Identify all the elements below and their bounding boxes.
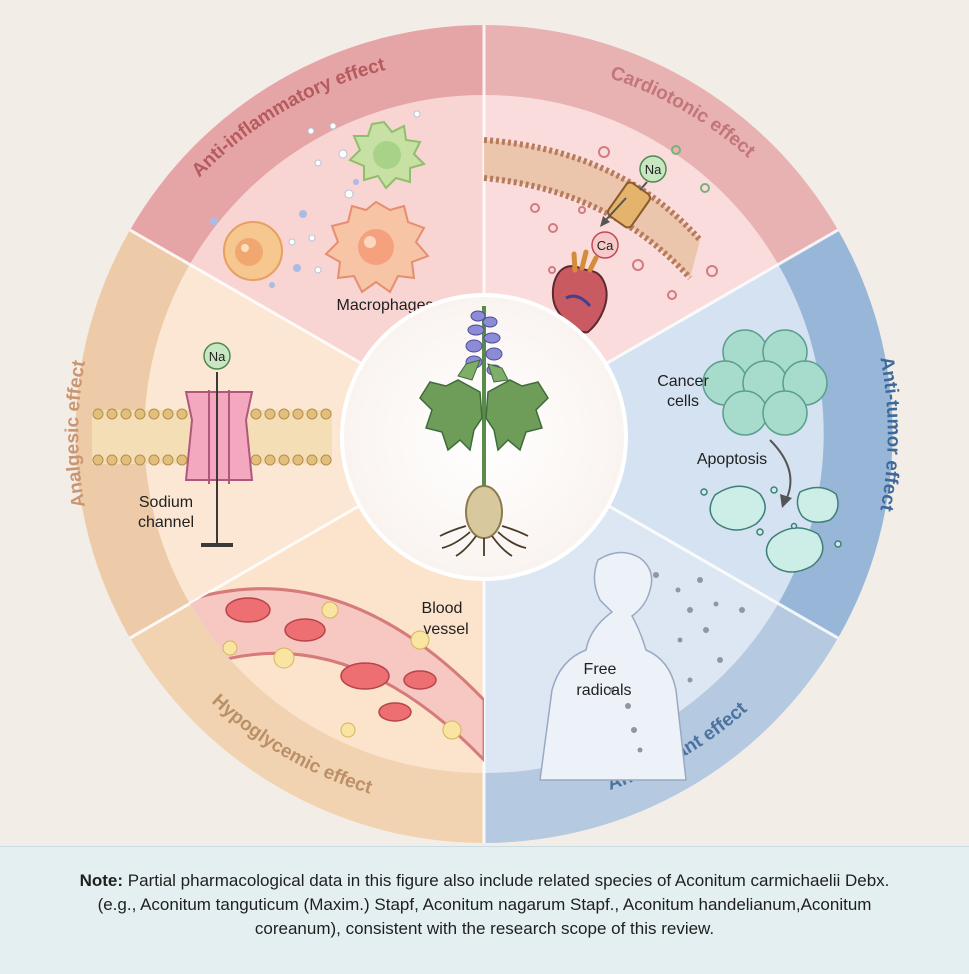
macrophage-illustration: [210, 110, 430, 294]
label-na-cardiotonic: Na: [645, 162, 662, 177]
label-ca: Ca: [597, 238, 614, 253]
cell-membrane-illustration: [483, 137, 718, 300]
aconitum-plant-icon: [419, 306, 549, 557]
label-radicals: radicals: [576, 682, 631, 699]
apoptotic-cells-illustration: [700, 485, 842, 573]
note-line-1: Note: Partial pharmacological data in th…: [30, 869, 939, 893]
blood-vessel-illustration: [190, 587, 484, 764]
note-line-2: (e.g., Aconitum tanguticum (Maxim.) Stap…: [97, 895, 872, 914]
label-na-analgesic: Na: [209, 349, 226, 364]
label-sodium: Sodium: [139, 494, 193, 511]
label-apoptosis: Apoptosis: [697, 451, 767, 468]
apoptosis-arrow: [769, 439, 792, 508]
lipid-bilayer-illustration: [92, 342, 332, 547]
note-line-3: coreanum), consistent with the research …: [254, 919, 715, 938]
label-blood: Blood: [422, 600, 463, 617]
label-free: Free: [584, 661, 617, 678]
cancer-cells-illustration: [702, 329, 828, 436]
human-silhouette-illustration: [539, 551, 745, 781]
note-prefix: Note:: [79, 871, 124, 890]
label-cells: cells: [667, 393, 699, 410]
label-cancer: Cancer: [657, 373, 709, 390]
label-macrophages: Macrophages: [337, 297, 434, 314]
pharmacology-wheel-diagram: Anti-inflammatory effect Cardiotonic eff…: [62, 25, 904, 843]
heart-icon: [551, 249, 608, 334]
label-vessel: vessel: [423, 621, 468, 638]
note-box: Note: Partial pharmacological data in th…: [0, 846, 969, 974]
label-channel: channel: [138, 514, 194, 531]
note-text-1: Partial pharmacological data in this fig…: [123, 871, 890, 890]
